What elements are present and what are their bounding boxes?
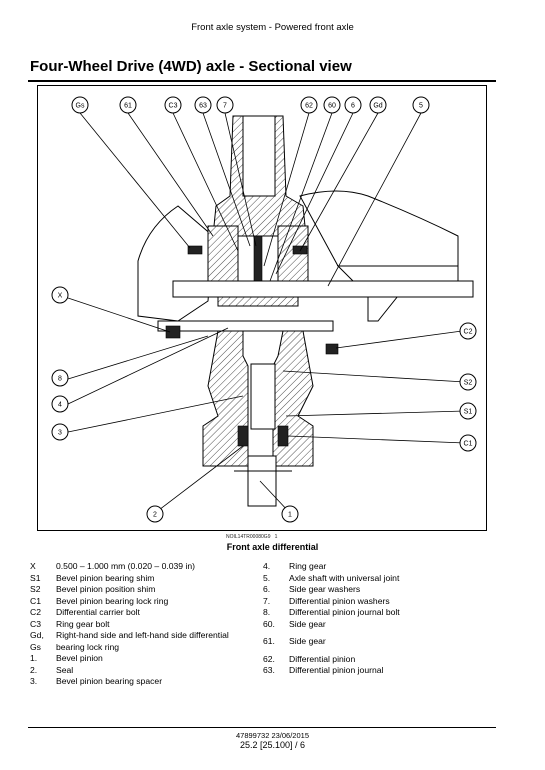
svg-text:63: 63 xyxy=(199,103,207,110)
legend-row: 8.Differential pinion journal bolt xyxy=(263,607,400,617)
callout-gd: Gd xyxy=(369,96,387,114)
bearing-spacer xyxy=(250,363,276,430)
legend-row: 3.Bevel pinion bearing spacer xyxy=(30,676,163,686)
svg-text:5: 5 xyxy=(419,103,423,110)
carrier-bolt xyxy=(325,343,339,355)
legend-row: 1.Bevel pinion xyxy=(30,653,103,663)
legend-row: 6.Side gear washers xyxy=(263,584,361,594)
legend-row: 62.Differential pinion xyxy=(263,653,356,664)
callout-4: 4 xyxy=(51,395,69,413)
svg-text:2: 2 xyxy=(153,512,157,519)
callout-7: 7 xyxy=(216,96,234,114)
running-head: Front axle system - Powered front axle xyxy=(191,22,354,33)
figure-code: NOIL14TR00080G9 1 xyxy=(226,534,278,540)
callout-60: 60 xyxy=(323,96,341,114)
legend-row: 7.Differential pinion washers xyxy=(263,595,390,606)
journal-bolt-left xyxy=(165,325,181,339)
callout-c1: C1 xyxy=(459,434,477,452)
footer-page-number: 25.2 [25.100] / 6 xyxy=(239,740,306,750)
svg-text:S2: S2 xyxy=(464,380,473,387)
legend-row: 4.Ring gear xyxy=(263,561,327,571)
legend-row: 60.Side gear xyxy=(263,618,326,629)
left-housing xyxy=(137,205,214,322)
ring-gear-bolt-right xyxy=(292,245,308,255)
legend-row: 5.Axle shaft with universal joint xyxy=(263,572,400,583)
carrier-right xyxy=(277,225,309,287)
callout-3: 3 xyxy=(51,423,69,441)
callout-63: 63 xyxy=(194,96,212,114)
bearing-right xyxy=(277,425,289,447)
svg-text:Gs: Gs xyxy=(76,103,85,110)
callout-s2: S2 xyxy=(459,373,477,391)
ring-gear-bolt-left xyxy=(187,245,203,255)
callout-62: 62 xyxy=(300,96,318,114)
callout-8: 8 xyxy=(51,369,69,387)
callout-s1: S1 xyxy=(459,402,477,420)
svg-text:S1: S1 xyxy=(464,409,473,416)
legend-right: 4.Ring gear 5.Axle shaft with universal … xyxy=(263,561,493,677)
leader-lines xyxy=(67,112,466,514)
callout-gs: Gs xyxy=(71,96,89,114)
sectional-view-figure: Gs 61 C3 63 7 62 60 6 Gd 5 X C2 8 S2 4 S… xyxy=(37,85,487,531)
svg-text:61: 61 xyxy=(124,103,132,110)
svg-text:X: X xyxy=(58,293,63,300)
svg-text:C3: C3 xyxy=(169,103,178,110)
callout-6: 6 xyxy=(344,96,362,114)
svg-text:7: 7 xyxy=(223,103,227,110)
callout-61: 61 xyxy=(119,96,137,114)
svg-text:60: 60 xyxy=(328,103,336,110)
svg-text:1: 1 xyxy=(288,512,292,519)
callout-1: 1 xyxy=(281,505,299,523)
svg-text:C2: C2 xyxy=(464,329,473,336)
input-shaft xyxy=(242,115,276,197)
callout-x: X xyxy=(51,286,69,304)
pinion-output xyxy=(247,455,277,507)
bearing-left xyxy=(237,425,249,447)
figure-caption: Front axle differential xyxy=(226,542,319,552)
svg-text:8: 8 xyxy=(58,376,62,383)
callout-5: 5 xyxy=(412,96,430,114)
callout-c3: C3 xyxy=(164,96,182,114)
title-rule xyxy=(28,80,496,82)
svg-text:Gd: Gd xyxy=(373,103,382,110)
legend-row: 61.Side gear xyxy=(263,636,326,646)
svg-text:C1: C1 xyxy=(464,441,473,448)
axle-shaft xyxy=(172,280,474,298)
svg-text:6: 6 xyxy=(351,103,355,110)
differential-drawing: Gs 61 C3 63 7 62 60 6 Gd 5 X C2 8 S2 4 S… xyxy=(51,96,477,523)
ring-gear xyxy=(157,320,334,332)
footer-doc-ref: 47899732 23/06/2015 xyxy=(236,731,309,740)
legend-row: 2.Seal xyxy=(30,664,74,675)
svg-text:4: 4 xyxy=(58,402,62,409)
footer-rule xyxy=(28,727,496,728)
page-title: Four-Wheel Drive (4WD) axle - Sectional … xyxy=(30,58,352,75)
callout-c2: C2 xyxy=(459,322,477,340)
svg-text:62: 62 xyxy=(305,103,313,110)
legend-row: 63.Differential pinion journal xyxy=(263,665,384,675)
legend-row: Gd,Right-hand side and left-hand side di… xyxy=(30,630,229,640)
callout-2: 2 xyxy=(146,505,164,523)
svg-text:3: 3 xyxy=(58,430,62,437)
